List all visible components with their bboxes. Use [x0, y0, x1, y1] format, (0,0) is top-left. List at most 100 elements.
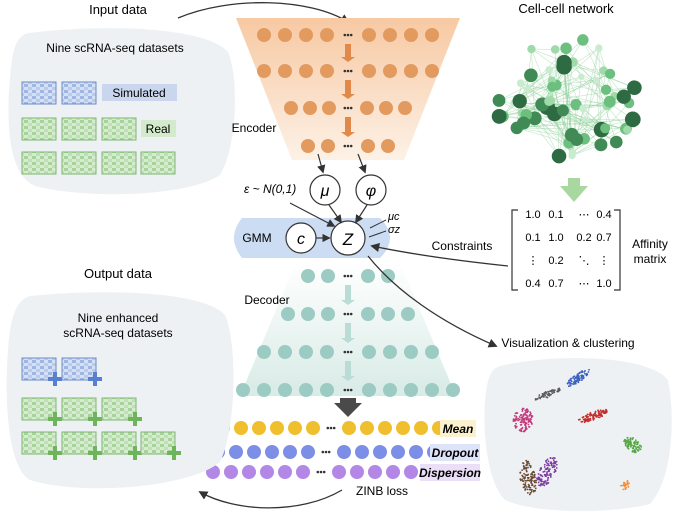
cluster-point: [626, 480, 629, 482]
cluster-point: [539, 469, 541, 472]
cluster-point: [573, 375, 576, 378]
encoder-node: [383, 64, 397, 78]
mean-node: [414, 421, 428, 435]
encoder-node: [284, 101, 298, 115]
cluster-point: [539, 478, 542, 481]
encoder-flow-arrow: [341, 80, 355, 99]
cluster-point: [625, 487, 628, 489]
ellipsis-dot: [346, 144, 350, 148]
cluster-point: [579, 418, 581, 421]
cluster-point: [600, 413, 602, 416]
cluster-point: [534, 489, 537, 492]
network-node: [492, 94, 506, 107]
cluster-point: [524, 467, 527, 470]
real-matrix: [21, 151, 57, 175]
cluster-point: [524, 409, 527, 412]
cluster-point: [546, 479, 549, 482]
network-node: [556, 54, 572, 71]
cluster-point: [549, 457, 552, 459]
decoder-node: [381, 307, 395, 321]
cluster-point: [632, 437, 635, 439]
decoder-node: [320, 345, 334, 359]
cluster-point: [545, 461, 548, 464]
cluster-point: [546, 464, 548, 467]
decoder-node: [446, 383, 460, 397]
cluster-point: [516, 418, 518, 421]
cluster-point: [588, 413, 591, 416]
cluster-point: [581, 371, 584, 374]
cluster-point: [624, 438, 627, 441]
plus-mark: [48, 451, 62, 455]
plus-mark: [167, 451, 181, 455]
network-edge: [527, 88, 587, 121]
decoder-node: [278, 345, 292, 359]
decoder-node: [299, 345, 313, 359]
cluster-point: [528, 488, 531, 491]
cluster-point: [513, 418, 516, 421]
cluster-point: [544, 468, 547, 470]
sigma-z-label: σz: [388, 224, 401, 236]
cluster-point: [531, 477, 534, 480]
cluster-point: [545, 475, 548, 478]
cluster-point: [550, 461, 552, 464]
enhanced-real-matrix: [21, 431, 57, 455]
decoder-flow-arrow: [341, 323, 355, 343]
ellipsis-dot: [346, 274, 350, 278]
ellipsis-dot: [349, 106, 353, 110]
cluster-point: [547, 464, 550, 466]
cluster-point: [547, 460, 550, 463]
cluster-point: [527, 423, 530, 426]
cluster-point: [531, 484, 534, 487]
cluster-point: [550, 464, 553, 467]
cluster-point: [533, 473, 536, 476]
cluster-point: [580, 374, 583, 377]
cluster-point: [551, 392, 554, 395]
enhanced-real-matrix: [140, 431, 176, 455]
plus-mark: [128, 417, 142, 421]
mean-node: [270, 421, 284, 435]
affinity-cell: ⋯: [579, 209, 590, 221]
cluster-point: [552, 464, 555, 467]
ellipsis-dot: [349, 350, 353, 354]
mean-label: Mean: [443, 422, 474, 436]
network-edge: [499, 73, 611, 117]
decoder-label: Decoder: [244, 293, 289, 307]
enhanced-real-matrix: [21, 397, 57, 421]
network-node: [570, 98, 582, 111]
cluster-point: [558, 389, 561, 392]
encoder-node: [383, 28, 397, 42]
cluster-point: [524, 425, 527, 428]
cluster-point: [542, 471, 545, 473]
cluster-point: [528, 484, 531, 487]
cluster-point: [592, 418, 595, 421]
cluster-point: [530, 475, 532, 478]
mean-node: [378, 421, 392, 435]
dispersion-badge: [420, 464, 480, 481]
ellipsis-dot: [322, 470, 326, 474]
decoder-node: [361, 269, 375, 283]
ellipsis-dot: [346, 388, 350, 392]
cluster-point: [624, 488, 627, 491]
cluster-point: [549, 474, 552, 477]
cluster-point: [543, 473, 546, 476]
cluster-point: [521, 478, 523, 481]
cluster-point: [524, 479, 527, 482]
network-node: [545, 65, 554, 74]
network-node: [627, 80, 642, 96]
cluster-point: [545, 473, 547, 476]
encoder-node: [321, 139, 335, 153]
network-down-arrow: [560, 178, 588, 202]
cluster-point: [543, 470, 546, 473]
cluster-point: [522, 462, 525, 465]
cluster-point: [534, 398, 537, 400]
matrix-left-bracket: [511, 209, 518, 291]
cluster-point: [620, 484, 622, 487]
encoder-node: [299, 64, 313, 78]
decoder-flow-arrow: [341, 361, 355, 381]
cluster-point: [519, 479, 522, 482]
cluster-point: [524, 482, 527, 484]
cluster-point: [530, 422, 533, 425]
cluster-point: [574, 379, 576, 382]
network-node: [491, 108, 507, 124]
